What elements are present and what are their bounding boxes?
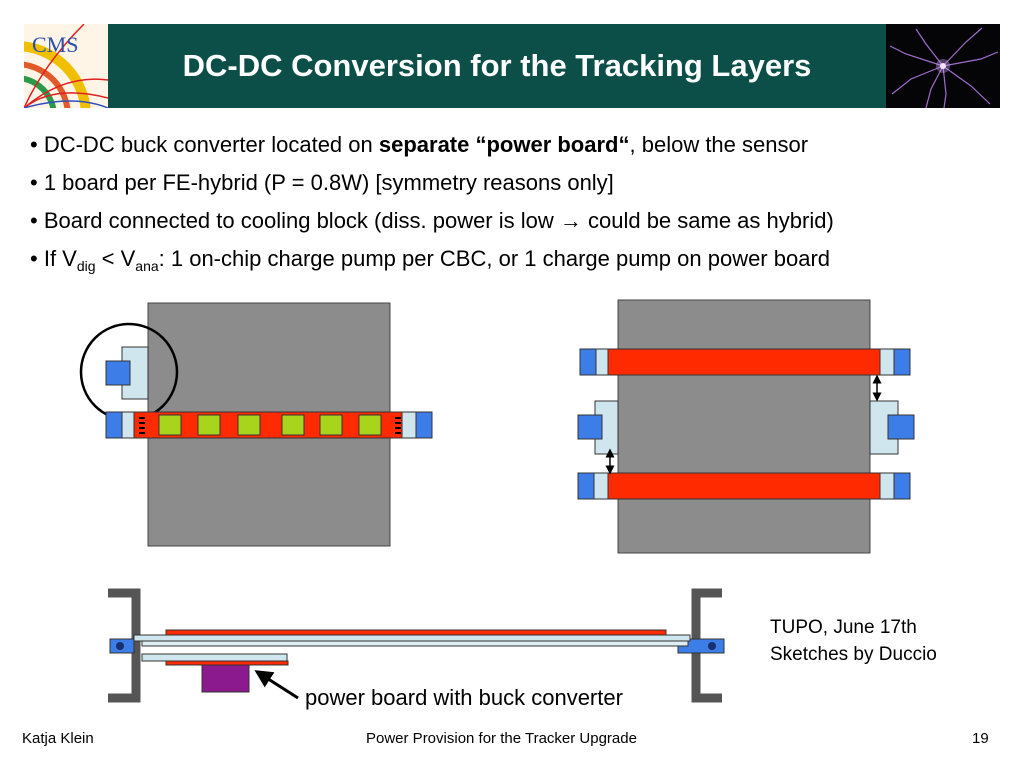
title-bar [24, 24, 1000, 108]
cms-logo-text: CMS [32, 32, 79, 57]
sensor-side [133, 634, 691, 642]
sensor [617, 299, 871, 554]
end-connector-right [415, 411, 433, 439]
cbc-chip [237, 414, 261, 436]
cbc-chip [319, 414, 343, 436]
bullet-2: • 1 board per FE-hybrid (P = 0.8W) [symm… [30, 170, 614, 195]
cbc-chips [158, 414, 382, 436]
bold-text: separate “power board“ [378, 132, 630, 157]
cbc-chip [281, 414, 305, 436]
footer-talk-title: Power Provision for the Tracker Upgrade [366, 730, 637, 747]
right-module-sketch [577, 299, 915, 554]
end-connector-left [105, 411, 123, 439]
bullet-4: • If Vdig < Vana: 1 on-chip charge pump … [30, 246, 831, 274]
right-arrow-icon: → [559, 208, 582, 233]
buck-converter [201, 664, 250, 693]
note-line-2: Sketches by Duccio [770, 644, 937, 665]
hybrid-side [165, 629, 667, 636]
power-board-side [141, 653, 288, 662]
cms-logo-icon [24, 24, 108, 108]
fe-hybrid-bottom [607, 472, 881, 500]
power-board [105, 360, 131, 386]
caption-arrow [254, 670, 299, 700]
page-title: DC-DC Conversion for the Tracking Layers [182, 48, 812, 83]
footer-author: Katja Klein [22, 730, 94, 747]
left-module-sketch [79, 302, 433, 547]
fe-hybrid-top [607, 348, 881, 376]
bullet-3: • Board connected to cooling block (diss… [30, 208, 834, 233]
bracket-left [108, 588, 141, 703]
cbc-chip [158, 414, 182, 436]
side-view-sketch [108, 588, 725, 703]
bullet-list: • DC-DC buck converter located on separa… [30, 126, 1010, 285]
diagram-caption: power board with buck converter [305, 685, 623, 710]
page-number: 19 [972, 730, 989, 747]
cms-logo: CMS [24, 24, 108, 108]
plasma-discharge-image [886, 24, 1000, 108]
note-line-1: TUPO, June 17th [770, 617, 917, 638]
cbc-chip [358, 414, 382, 436]
cbc-chip [197, 414, 221, 436]
bullet-1: • DC-DC buck converter located on separa… [30, 132, 809, 157]
sketch-note: TUPO, June 17th Sketches by Duccio [770, 614, 937, 668]
